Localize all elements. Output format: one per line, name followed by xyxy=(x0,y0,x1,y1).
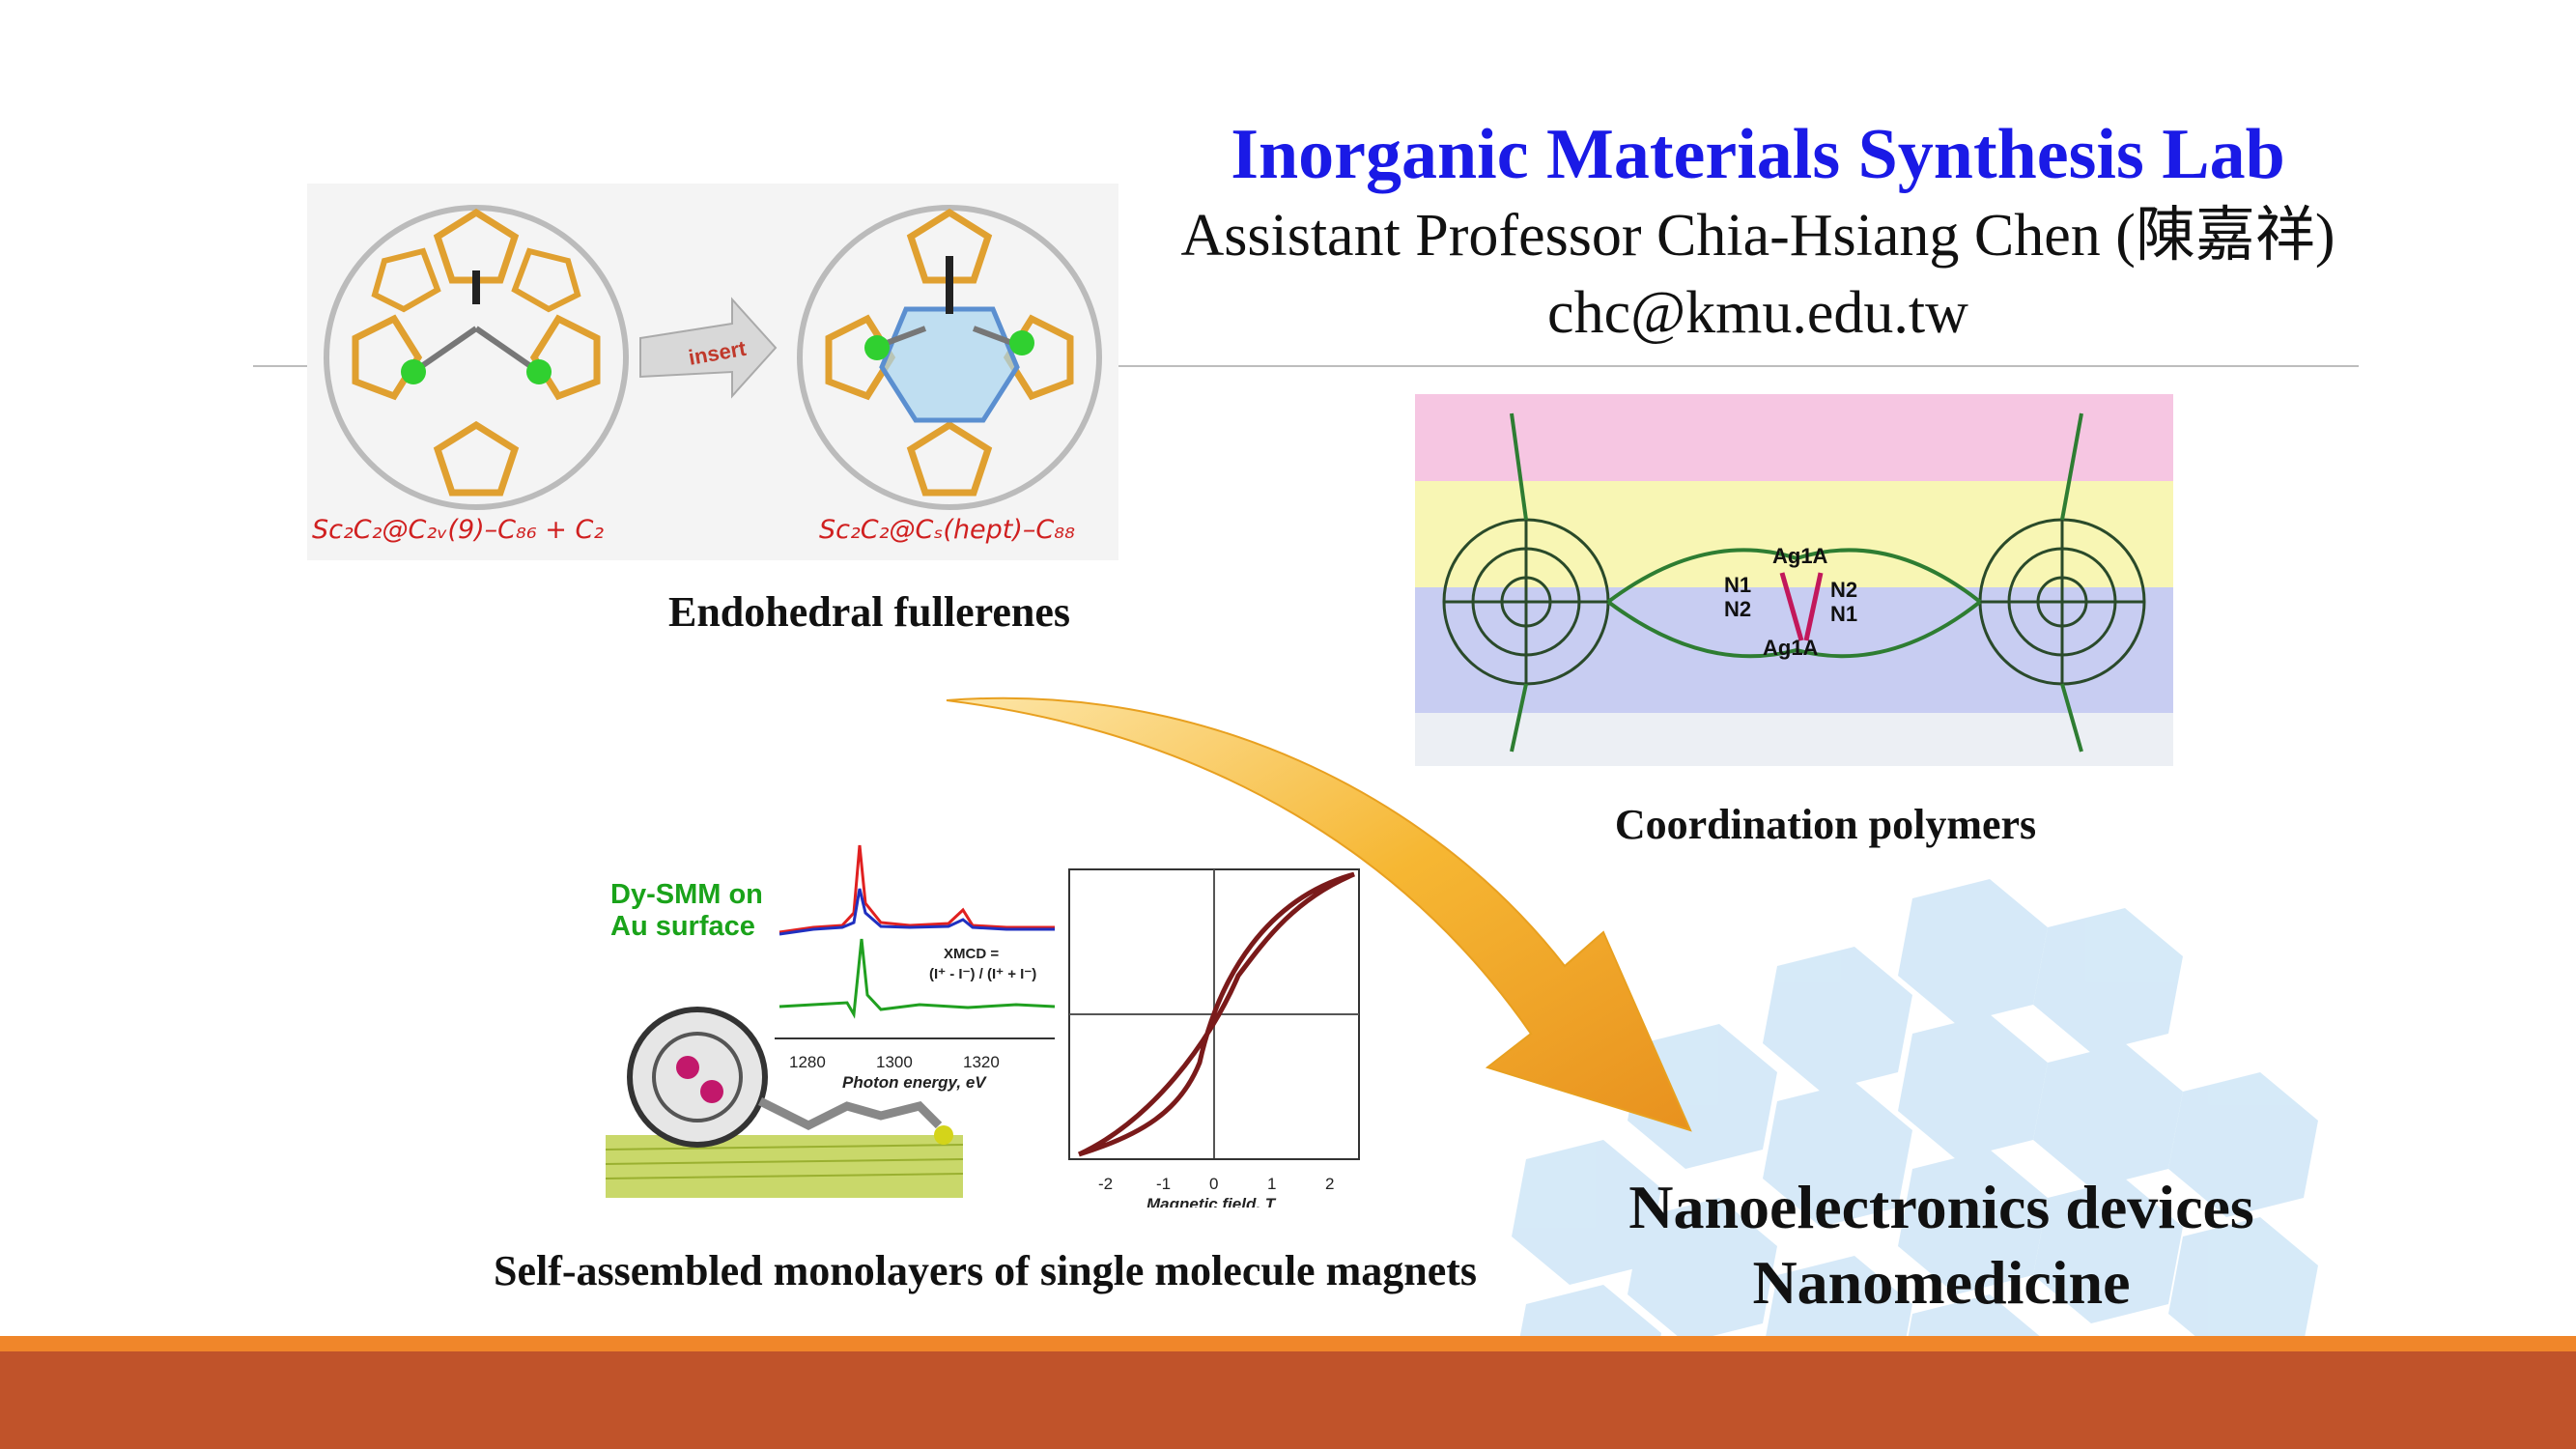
divider-line xyxy=(253,365,2359,367)
footer-bar xyxy=(0,1351,2576,1449)
professor-name: Assistant Professor Chia-Hsiang Chen (陳嘉… xyxy=(1180,203,2335,269)
coordination-polymer-figure: Ag1A N1 N2 N2 N1 Ag1A xyxy=(1415,394,2173,766)
fullerene-ball-right xyxy=(1978,518,2146,686)
email-address: chc@kmu.edu.tw xyxy=(1547,280,1968,346)
svg-text:Ag1A: Ag1A xyxy=(1763,636,1819,660)
xas-trace-blue xyxy=(778,888,1055,936)
svg-text:Photon energy, eV: Photon energy, eV xyxy=(842,1073,987,1092)
svg-text:(I⁺ - I⁻) / (I⁺ + I⁻): (I⁺ - I⁻) / (I⁺ + I⁻) xyxy=(929,966,1036,982)
svg-text:Au surface: Au surface xyxy=(610,911,755,942)
svg-text:2: 2 xyxy=(1325,1175,1334,1193)
svg-text:1: 1 xyxy=(1267,1175,1276,1193)
svg-text:Magnetic field, T: Magnetic field, T xyxy=(1146,1195,1277,1208)
svg-text:0: 0 xyxy=(1209,1175,1218,1193)
svg-text:N2: N2 xyxy=(1830,578,1857,602)
hysteresis-loop xyxy=(1077,871,1355,1157)
caption-coordination-polymers: Coordination polymers xyxy=(1614,801,2037,848)
footer-bar-thin xyxy=(0,1336,2576,1351)
fullerene-ball-left xyxy=(1442,518,1610,686)
fullerene-cage-right xyxy=(797,205,1102,510)
svg-text:-2: -2 xyxy=(1098,1175,1113,1193)
application-nanomedicine: Nanomedicine xyxy=(1752,1248,2131,1317)
svg-text:N1: N1 xyxy=(1830,602,1857,626)
svg-text:Ag1A: Ag1A xyxy=(1772,544,1828,568)
svg-text:N1: N1 xyxy=(1724,573,1751,597)
svg-text:1300: 1300 xyxy=(876,1053,913,1071)
formula-left: Sc₂C₂@C₂ᵥ(9)–C₈₆ + C₂ xyxy=(312,515,605,545)
svg-text:Dy-SMM on: Dy-SMM on xyxy=(610,879,763,910)
svg-text:N2: N2 xyxy=(1724,597,1751,621)
fullerene-figure: insert Sc₂C₂@C₂ᵥ(9)–C₈₆ + C₂ Sc₂C₂@Cₛ(he… xyxy=(307,184,1118,560)
caption-endohedral-fullerenes: Endohedral fullerenes xyxy=(667,588,1070,636)
svg-text:1320: 1320 xyxy=(963,1053,1000,1071)
curved-arrow xyxy=(946,696,1692,1132)
fullerene-cage-left xyxy=(324,205,629,510)
application-nanoelectronics: Nanoelectronics devices xyxy=(1628,1173,2254,1241)
formula-right: Sc₂C₂@Cₛ(hept)–C₈₈ xyxy=(819,515,1075,545)
xas-trace-red xyxy=(778,844,1055,934)
svg-text:XMCD =: XMCD = xyxy=(944,946,999,962)
fullerene-molecule xyxy=(627,1007,768,1148)
lab-title: Inorganic Materials Synthesis Lab xyxy=(1231,115,2285,194)
caption-self-assembled-monolayers: Self-assembled monolayers of single mole… xyxy=(494,1247,1477,1294)
sam-figure: Dy-SMM on Au surface XMCD = (I⁺ - I⁻) / … xyxy=(601,831,1373,1213)
xmcd-trace xyxy=(778,938,1056,1019)
svg-text:-1: -1 xyxy=(1156,1175,1171,1193)
insert-arrow: insert xyxy=(639,297,778,399)
svg-text:1280: 1280 xyxy=(789,1053,826,1071)
